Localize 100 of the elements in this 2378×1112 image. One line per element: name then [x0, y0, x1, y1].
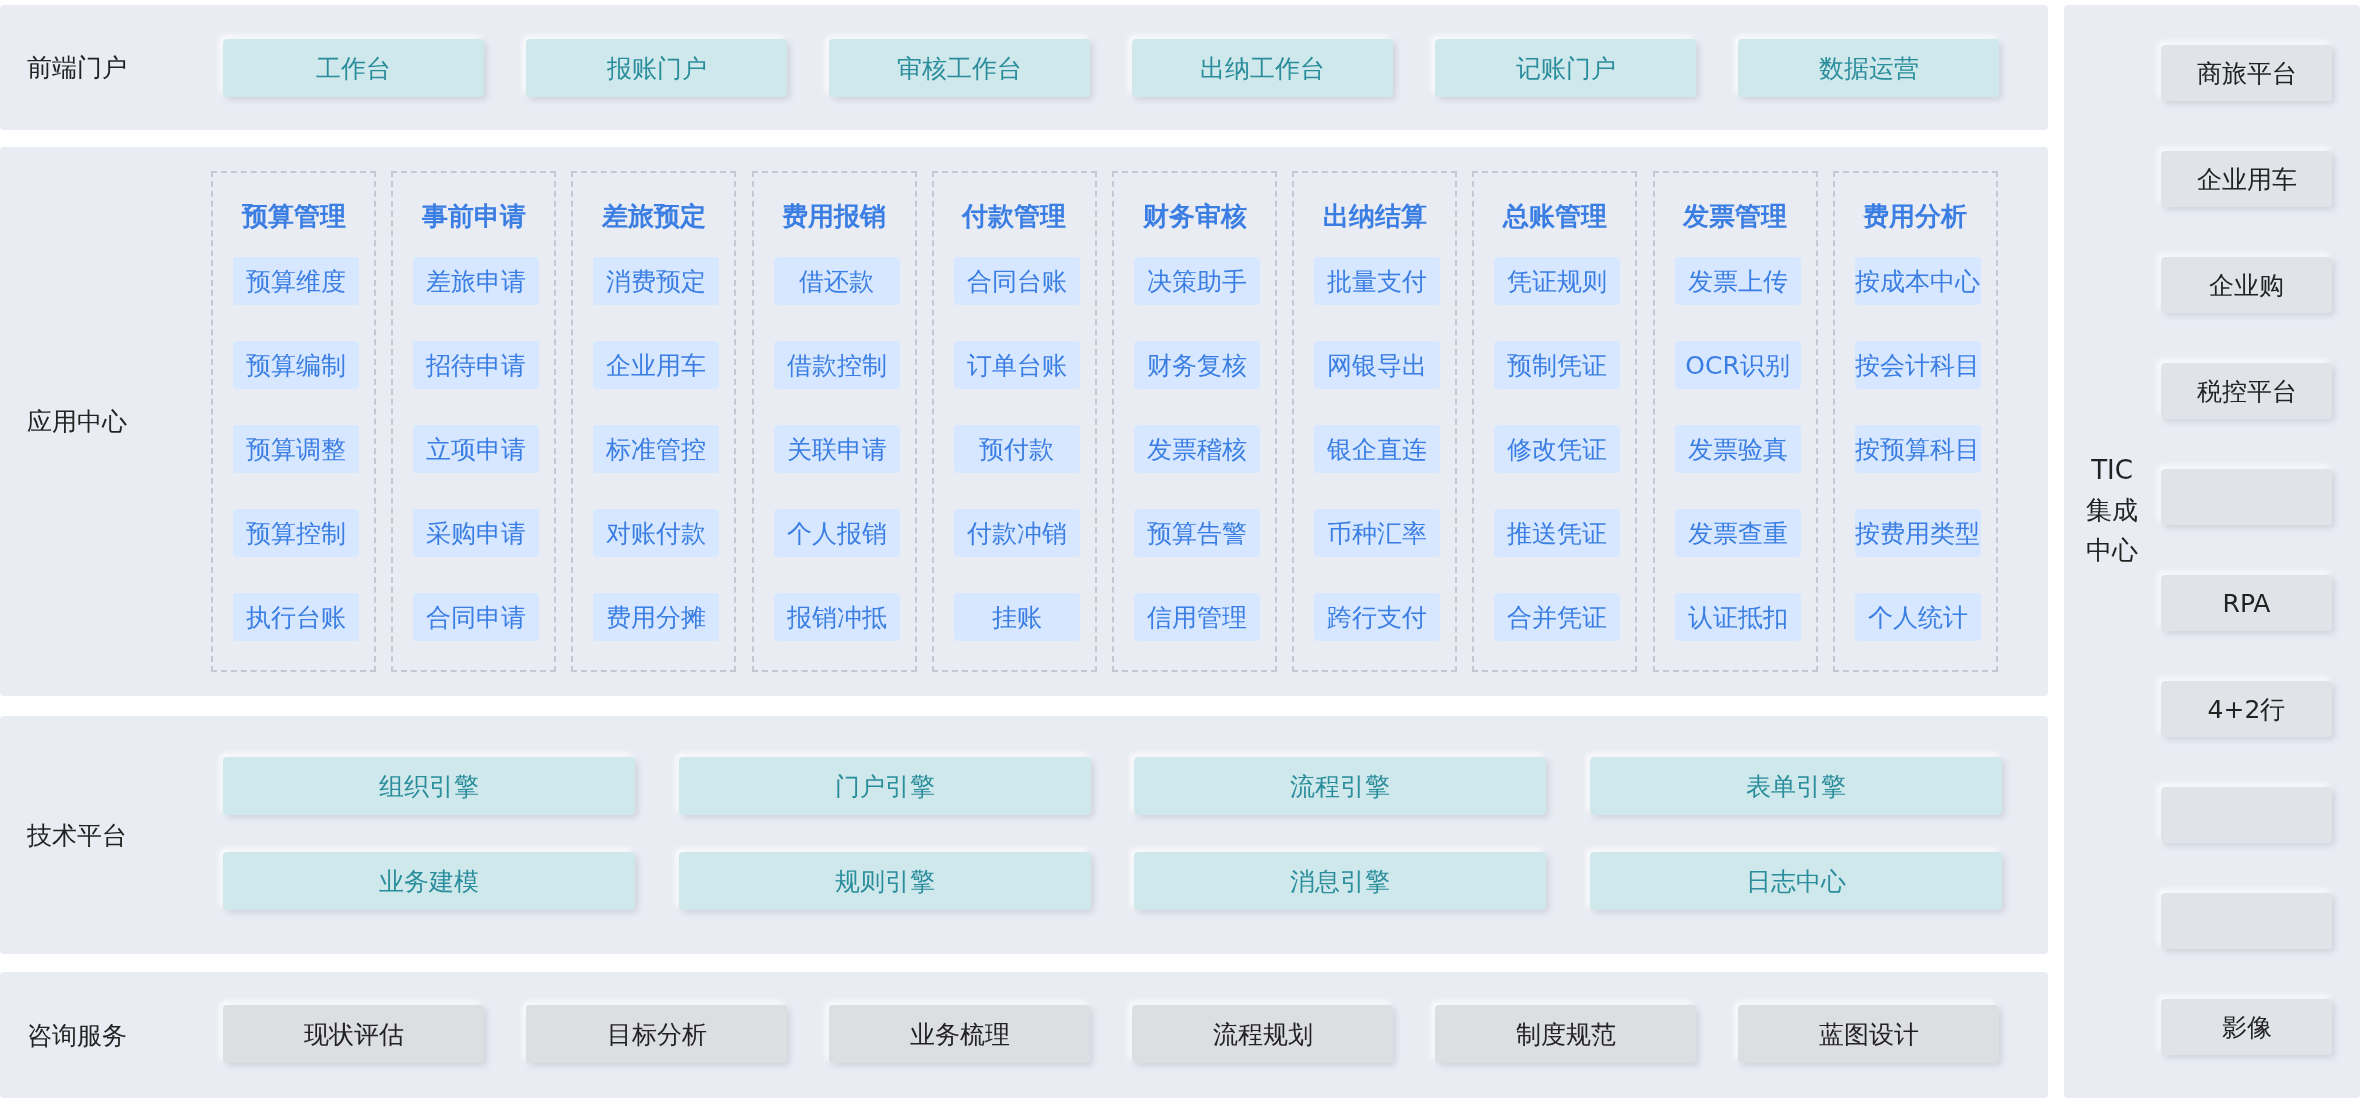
module-title: 付款管理 — [960, 200, 1068, 233]
function-box: 财务复核 — [1134, 341, 1260, 389]
module-title: 财务审核 — [1141, 200, 1248, 233]
module-box: 表单引擎 — [1590, 757, 2003, 815]
function-box: 关联申请 — [773, 425, 900, 473]
function-box: OCR识别 — [1674, 341, 1801, 389]
module-box: 出纳工作台 — [1132, 39, 1393, 97]
service-box: 现状评估 — [223, 1005, 484, 1063]
function-box: 个人统计 — [1854, 593, 1981, 641]
function-box: 跨行支付 — [1314, 593, 1441, 641]
function-box: 预算控制 — [233, 509, 359, 557]
function-box: 发票验真 — [1674, 425, 1801, 473]
function-box: 银企直连 — [1314, 425, 1441, 473]
service-box: 制度规范 — [1435, 1005, 1696, 1063]
layer-panel — [0, 147, 2048, 696]
function-box: 预算编制 — [233, 341, 359, 389]
function-box: 报销冲抵 — [773, 593, 900, 641]
function-box: 借还款 — [773, 257, 900, 305]
function-box: 合并凭证 — [1494, 593, 1621, 641]
function-box: 执行台账 — [233, 593, 359, 641]
module-title: 发票管理 — [1681, 200, 1789, 233]
function-box: 预制凭证 — [1494, 341, 1621, 389]
module-box: 工作台 — [223, 39, 484, 97]
function-box: 合同台账 — [953, 257, 1080, 305]
module-title: 费用报销 — [781, 200, 888, 233]
integration-box: 税控平台 — [2161, 363, 2332, 419]
module-group — [571, 171, 737, 672]
function-box: 立项申请 — [413, 425, 540, 473]
function-box: 凭证规则 — [1494, 257, 1621, 305]
module-box: 规则引擎 — [678, 852, 1091, 910]
service-box: 目标分析 — [526, 1005, 787, 1063]
module-group — [931, 171, 1097, 672]
integration-box: 影像 — [2161, 999, 2332, 1055]
layer-title: TIC集成中心 — [2085, 454, 2139, 567]
integration-box: 企业用车 — [2161, 151, 2332, 207]
layer-panel — [0, 5, 2048, 130]
function-box: 按成本中心 — [1854, 257, 1981, 305]
function-box: 币种汇率 — [1314, 509, 1441, 557]
function-box: 个人报销 — [773, 509, 900, 557]
function-box: 预付款 — [953, 425, 1080, 473]
service-box: 流程规划 — [1132, 1005, 1393, 1063]
layer-title: 前端门户 — [27, 52, 127, 84]
function-box: 按费用类型 — [1854, 509, 1981, 557]
layer-title: 技术平台 — [27, 819, 127, 852]
integration-box — [2161, 787, 2332, 843]
module-title: 事前申请 — [420, 200, 527, 233]
module-title: 差旅预定 — [600, 200, 707, 233]
module-box: 组织引擎 — [223, 757, 635, 815]
module-title: 出纳结算 — [1321, 200, 1428, 233]
layer-title: 应用中心 — [27, 406, 127, 438]
service-box: 蓝图设计 — [1738, 1005, 1999, 1063]
function-box: 企业用车 — [593, 341, 720, 389]
module-box: 日志中心 — [1590, 852, 2003, 910]
integration-box: 4+2行 — [2161, 681, 2332, 737]
module-group — [751, 171, 917, 672]
module-title: 费用分析 — [1862, 200, 1969, 233]
integration-box: RPA — [2161, 575, 2332, 631]
function-box: 发票上传 — [1674, 257, 1801, 305]
function-box: 网银导出 — [1314, 341, 1441, 389]
module-title: 预算管理 — [240, 200, 347, 233]
module-group — [1832, 171, 1998, 672]
module-box: 报账门户 — [526, 39, 787, 97]
module-group — [1112, 171, 1277, 672]
function-box: 对账付款 — [593, 509, 720, 557]
module-box: 业务建模 — [223, 852, 635, 910]
module-box: 记账门户 — [1435, 39, 1696, 97]
module-group — [1292, 171, 1458, 672]
integration-box — [2161, 893, 2332, 949]
layer-panel — [0, 716, 2048, 954]
layer-title: 咨询服务 — [27, 1019, 127, 1052]
function-box: 预算调整 — [233, 425, 359, 473]
function-box: 发票查重 — [1674, 509, 1801, 557]
function-box: 挂账 — [953, 593, 1080, 641]
integration-box — [2161, 469, 2332, 525]
function-box: 信用管理 — [1134, 593, 1260, 641]
function-box: 付款冲销 — [953, 509, 1080, 557]
service-box: 业务梳理 — [829, 1005, 1090, 1063]
function-box: 修改凭证 — [1494, 425, 1621, 473]
integration-panel — [2064, 5, 2360, 1098]
function-box: 借款控制 — [773, 341, 900, 389]
module-title: 总账管理 — [1501, 200, 1608, 233]
module-box: 数据运营 — [1738, 39, 1999, 97]
module-box: 流程引擎 — [1134, 757, 1547, 815]
module-box: 消息引擎 — [1134, 852, 1547, 910]
function-box: 决策助手 — [1134, 257, 1260, 305]
module-group — [211, 171, 376, 672]
function-box: 按预算科目 — [1854, 425, 1981, 473]
function-box: 差旅申请 — [413, 257, 540, 305]
layer-panel — [0, 972, 2048, 1098]
function-box: 发票稽核 — [1134, 425, 1260, 473]
function-box: 标准管控 — [593, 425, 720, 473]
function-box: 批量支付 — [1314, 257, 1441, 305]
module-group — [1652, 171, 1818, 672]
module-box: 审核工作台 — [829, 39, 1090, 97]
function-box: 预算维度 — [233, 257, 359, 305]
module-box: 门户引擎 — [678, 757, 1091, 815]
function-box: 认证抵扣 — [1674, 593, 1801, 641]
module-group — [391, 171, 557, 672]
function-box: 费用分摊 — [593, 593, 720, 641]
function-box: 消费预定 — [593, 257, 720, 305]
